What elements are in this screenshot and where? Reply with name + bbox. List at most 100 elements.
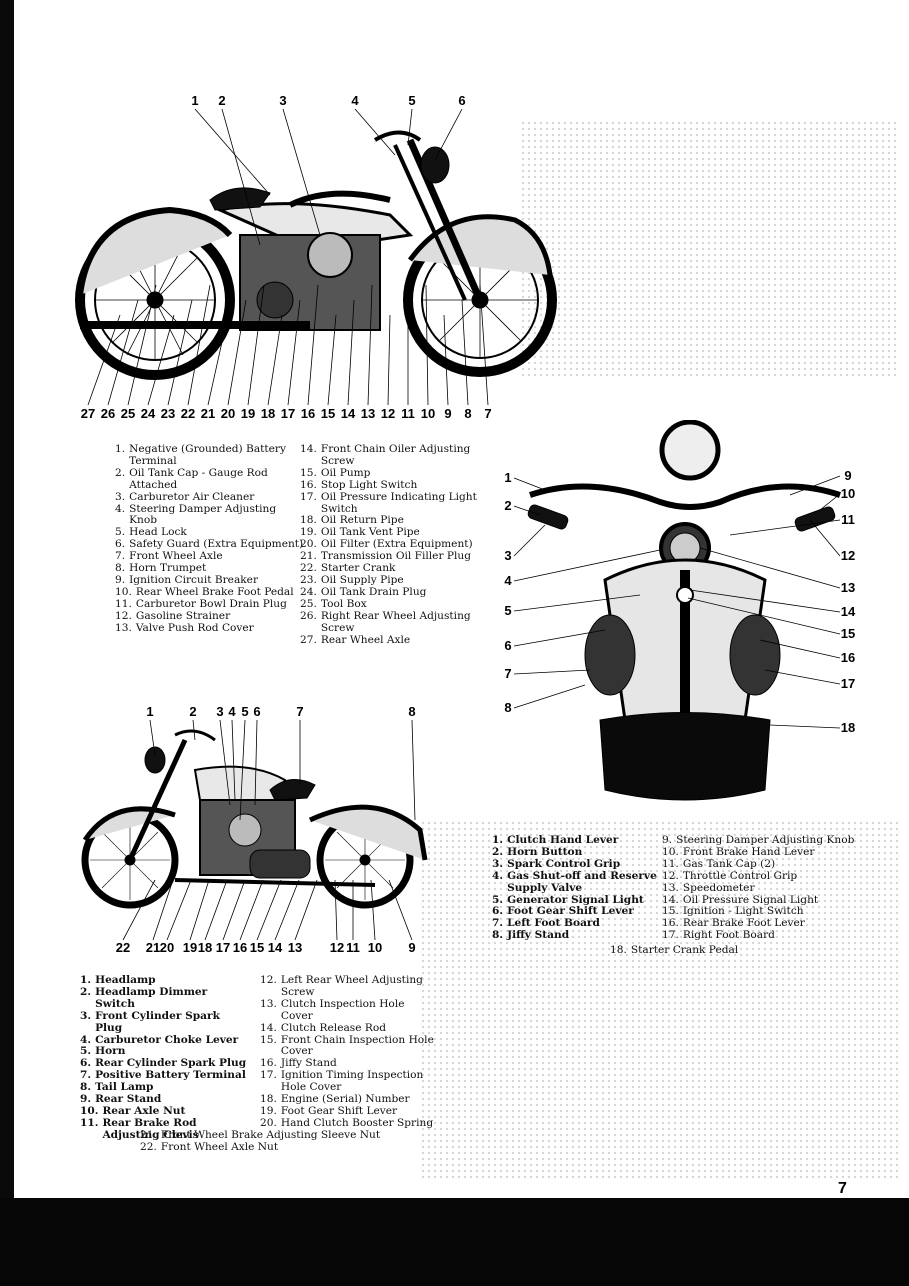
callout-number-2: 2 xyxy=(218,93,225,108)
callout-number-17: 17 xyxy=(216,940,230,955)
legend-item-number: 21. xyxy=(140,1129,157,1141)
callout-number-23: 23 xyxy=(161,406,175,421)
leader-line xyxy=(307,284,319,406)
legend-item-number: 4. xyxy=(115,502,126,515)
callout-number-5: 5 xyxy=(241,704,248,719)
callout-number-6: 6 xyxy=(458,93,465,108)
legend-item: 14.Oil Pressure Signal Light xyxy=(662,894,882,907)
legend-item: 17.Oil Pressure Indicating Light Switch xyxy=(300,490,490,516)
legend-item: 15.Ignition - Light Switch xyxy=(662,906,882,918)
legend-item-number: 17. xyxy=(662,929,679,942)
legend-item: 21.Transmission Oil Filler Plug xyxy=(300,550,490,563)
legend-item-number: 7. xyxy=(492,917,504,930)
callout-number-20: 20 xyxy=(221,406,235,421)
callout-number-3: 3 xyxy=(216,704,223,719)
figure1-leader-lines xyxy=(87,108,489,406)
legend-item-text: Carburetor Choke Lever xyxy=(95,1033,239,1046)
leader-line xyxy=(513,684,586,709)
callout-number-10: 10 xyxy=(368,940,382,955)
legend-item-number: 7. xyxy=(115,550,126,563)
legend-item-number: 17. xyxy=(260,1069,277,1082)
legend-item-text: Spark Control Grip xyxy=(507,857,621,870)
legend-item-number: 5. xyxy=(492,893,504,906)
legend-item: 10.Front Brake Hand Lever xyxy=(662,846,882,859)
legend-item-text: Headlamp xyxy=(95,974,156,986)
callout-number-10: 10 xyxy=(421,406,435,421)
legend-item-text: Gasoline Strainer xyxy=(135,609,231,622)
legend-item: 15.Front Chain Inspection Hole Cover xyxy=(260,1033,435,1059)
leader-line xyxy=(513,594,641,612)
legend-item-text: Throttle Control Grip xyxy=(682,869,798,882)
callout-number-8: 8 xyxy=(408,704,415,719)
legend-item-number: 11. xyxy=(115,597,132,610)
callout-number-4: 4 xyxy=(351,93,359,108)
legend-item-number: 10. xyxy=(115,585,132,598)
leader-line xyxy=(189,879,210,941)
callout-number-8: 8 xyxy=(504,700,511,715)
legend-item-text: Head Lock xyxy=(129,526,187,539)
leader-line xyxy=(122,879,156,941)
legend-item-text: Right Rear Wheel Adjusting Screw xyxy=(320,609,471,634)
legend-item-text: Jiffy Stand xyxy=(507,929,570,942)
callout-number-16: 16 xyxy=(301,406,315,421)
callout-number-21: 21 xyxy=(201,406,215,421)
legend-item: 12.Gasoline Strainer xyxy=(115,609,305,623)
legend-item: 4.Carburetor Choke Lever xyxy=(80,1033,250,1047)
callout-number-8: 8 xyxy=(464,406,471,421)
legend-item-number: 1. xyxy=(80,974,92,986)
legend-item-number: 7. xyxy=(80,1069,92,1082)
legend-item: 16.Stop Light Switch xyxy=(300,478,490,492)
legend-item-number: 14. xyxy=(260,1021,277,1034)
callout-number-14: 14 xyxy=(841,604,856,619)
legend-item-number: 8. xyxy=(80,1081,92,1094)
leader-line xyxy=(149,719,156,756)
callout-number-19: 19 xyxy=(241,406,255,421)
legend-item: 14.Front Chain Oiler Adjusting Screw xyxy=(300,443,490,468)
legend-item: 13.Clutch Inspection Hole Cover xyxy=(260,998,435,1023)
leader-line xyxy=(167,299,193,406)
callout-number-12: 12 xyxy=(841,548,855,563)
callout-number-22: 22 xyxy=(181,406,195,421)
leader-line xyxy=(327,314,337,406)
legend-item-number: 21. xyxy=(300,550,317,563)
legend-item-number: 16. xyxy=(300,478,317,491)
legend-item-number: 20. xyxy=(260,1116,277,1129)
callout-number-13: 13 xyxy=(361,406,375,421)
legend-item: 9.Rear Stand xyxy=(80,1093,250,1106)
legend-item: 18.Engine (Serial) Number xyxy=(260,1093,435,1106)
leader-line xyxy=(204,879,228,941)
legend-item: 10.Rear Axle Nut xyxy=(80,1104,250,1118)
legend-item-text: Oil Tank Vent Pipe xyxy=(320,526,420,539)
legend-item-text: Front Chain Inspection Hole Cover xyxy=(280,1033,434,1058)
legend-item-text: Left Foot Board xyxy=(507,917,600,930)
scan-left-edge xyxy=(0,0,14,1286)
leader-line xyxy=(387,314,391,406)
callout-number-3: 3 xyxy=(504,548,511,563)
callout-number-6: 6 xyxy=(504,638,511,653)
legend-item-text: Rear Brake Rod Adjusting Clevis xyxy=(102,1116,199,1141)
leader-line xyxy=(819,493,841,511)
legend-item-number: 9. xyxy=(115,573,126,586)
legend-item-text: Front Chain Oiler Adjusting Screw xyxy=(320,443,471,467)
legend-item-number: 4. xyxy=(492,869,504,882)
leader-line xyxy=(256,879,282,941)
callout-number-4: 4 xyxy=(504,573,512,588)
callout-number-11: 11 xyxy=(401,406,415,421)
legend-item-number: 13. xyxy=(115,621,132,634)
legend-item-text: Foot Gear Shift Lever xyxy=(507,905,634,918)
callout-number-12: 12 xyxy=(330,940,344,955)
legend-item: 1.Negative (Grounded) Battery Terminal xyxy=(115,443,305,468)
figure3-leader-lines xyxy=(122,719,416,941)
legend-item-number: 11. xyxy=(662,857,679,870)
legend-item-number: 24. xyxy=(300,585,317,598)
legend-item-number: 17. xyxy=(300,490,317,503)
leader-line xyxy=(434,108,463,161)
leader-line xyxy=(267,314,283,406)
legend-item-text: Rear Axle Nut xyxy=(102,1104,186,1117)
legend-item-number: 22. xyxy=(140,1140,157,1153)
legend-item-number: 8. xyxy=(115,562,126,575)
